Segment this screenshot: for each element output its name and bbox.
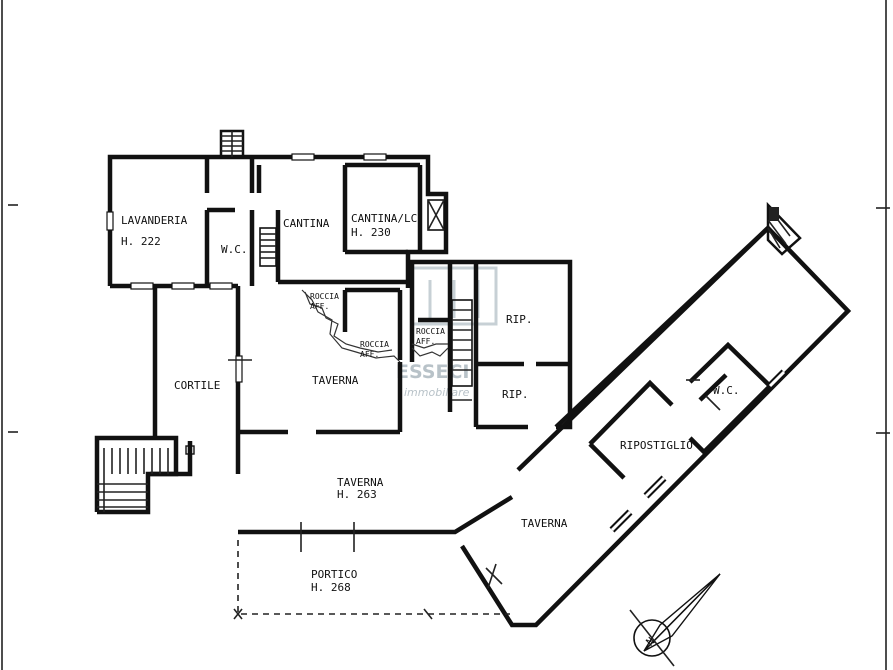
lavanderia-label: LAVANDERIA [121, 214, 188, 227]
roccia-2-label: ROCCIA [360, 340, 389, 349]
stair-cortile [94, 435, 195, 515]
stair-central [451, 299, 473, 401]
rip-top-label: RIP. [506, 313, 533, 326]
cantina-label: CANTINA [283, 217, 330, 230]
taverna-main-label: TAVERNA [337, 476, 384, 489]
roccia-3-label: ROCCIA [416, 327, 445, 336]
stair-cantina-lc [427, 199, 445, 231]
roccia-3-sub: AFF. [416, 337, 435, 346]
roccia-1-sub: AFF. [310, 302, 329, 311]
rock-outcrops [301, 289, 449, 363]
wing-windows [609, 369, 787, 533]
windows [106, 153, 387, 552]
stair-wing [766, 201, 802, 256]
cortile-label: CORTILE [174, 379, 220, 392]
roccia-2-sub: AFF. [360, 350, 379, 359]
stair-top [219, 129, 245, 159]
ripostiglio-label: RIPOSTIGLIO [620, 439, 693, 452]
room-labels: LAVANDERIA H. 222 W.C. CANTINA CANTINA/L… [121, 212, 740, 594]
taverna-main-height: H. 263 [337, 488, 377, 501]
portico-label: PORTICO [311, 568, 357, 581]
taverna-upper-label: TAVERNA [312, 374, 359, 387]
wc-left-label: W.C. [221, 243, 248, 256]
staircases [94, 129, 802, 515]
cantina-lc-height: H. 230 [351, 226, 391, 239]
north-compass: N [629, 573, 721, 667]
taverna-wing-label: TAVERNA [521, 517, 568, 530]
lavanderia-height: H. 222 [121, 235, 161, 248]
wc-right-label: W.C. [713, 384, 740, 397]
portico-outline [233, 540, 510, 620]
cantina-lc-label: CANTINA/LC [351, 212, 417, 225]
portico-height: H. 268 [311, 581, 351, 594]
roccia-1-label: ROCCIA [310, 292, 339, 301]
rip-bottom-label: RIP. [502, 388, 529, 401]
interior-walls [204, 157, 774, 480]
stair-cantina [259, 227, 277, 267]
watermark-brand: ESSECI [396, 361, 470, 383]
watermark-tagline: immobiliare [404, 386, 470, 399]
